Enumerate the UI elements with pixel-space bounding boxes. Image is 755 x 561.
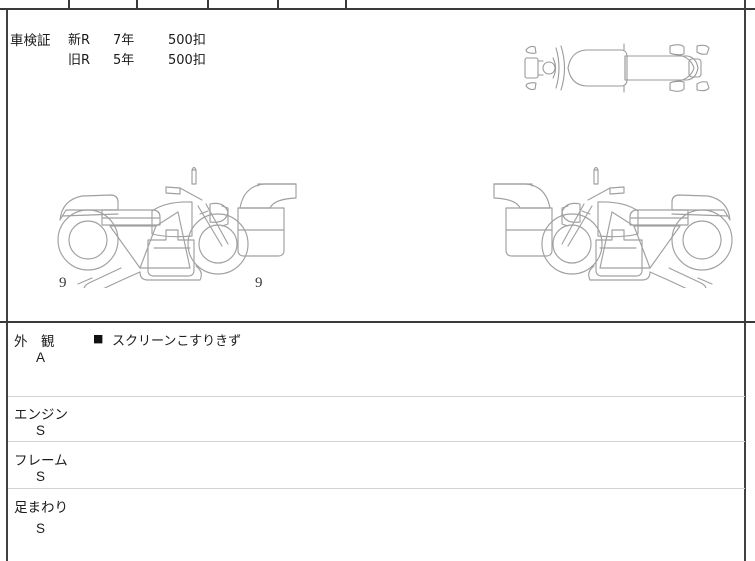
condition-note-exterior: スクリーンこすりきず <box>112 334 242 349</box>
shaken-row-1-era: 新R <box>68 33 91 48</box>
header-bottom-rule <box>0 8 755 10</box>
header-divider-4 <box>277 0 279 9</box>
condition-grade-exterior: A <box>36 350 46 365</box>
condition-grade-engine: S <box>36 423 46 438</box>
note-bullet-icon: ■ <box>93 332 104 345</box>
shaken-row-2-year: 5年 <box>113 53 135 68</box>
header-divider-2 <box>136 0 138 9</box>
condition-label-frame: フレーム <box>14 453 68 469</box>
shaken-row-2-distance: 500扣 <box>168 53 206 68</box>
condition-grade-frame: S <box>36 469 46 484</box>
condition-label-exterior: 外 観 <box>14 334 55 350</box>
section-divider-engine-top <box>8 396 745 397</box>
wheel-mark-front: 9 <box>255 275 263 291</box>
motorcycle-side-view-left-facing-diagram <box>450 148 740 288</box>
frame-left-border <box>6 10 8 561</box>
condition-label-suspension: 足まわり <box>14 500 68 516</box>
wheel-mark-rear: 9 <box>59 275 67 291</box>
section-divider-frame-top <box>8 441 745 442</box>
shaken-row-1-distance: 500扣 <box>168 33 206 48</box>
motorcycle-side-view-right-facing-diagram <box>50 148 340 288</box>
header-divider-3 <box>207 0 209 9</box>
header-row-clipped <box>0 0 755 10</box>
motorcycle-top-view-diagram <box>520 28 710 108</box>
condition-label-engine: エンジン <box>14 407 68 423</box>
section-divider-exterior-top <box>0 321 755 323</box>
shaken-label: 車検証 <box>10 33 51 49</box>
frame-right-border <box>744 0 746 561</box>
section-divider-suspension-top <box>8 488 745 489</box>
condition-grade-suspension: S <box>36 521 46 536</box>
shaken-row-1-year: 7年 <box>113 33 135 48</box>
shaken-row-2-era: 旧R <box>68 53 91 68</box>
header-divider-5 <box>345 0 347 9</box>
header-divider-1 <box>68 0 70 9</box>
